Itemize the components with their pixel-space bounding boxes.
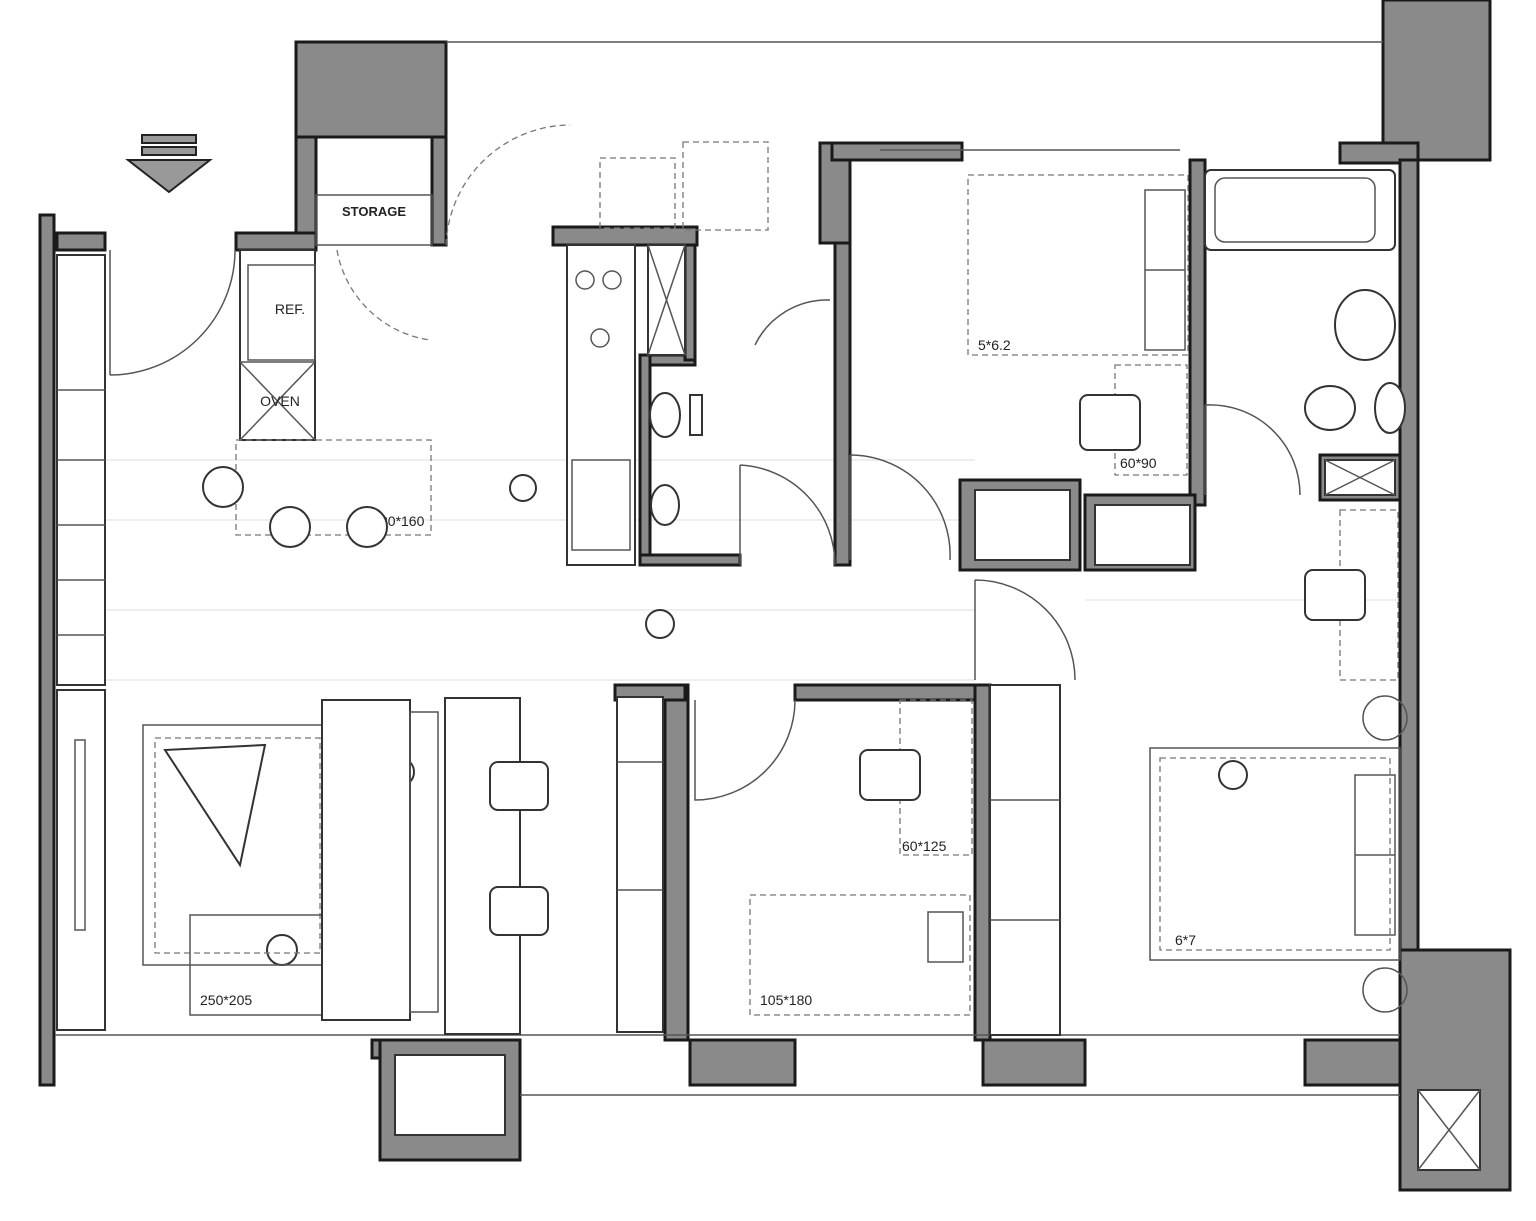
bedroom3-bed-dimension: 6*7 [1175, 932, 1196, 948]
floor-lines [105, 459, 1400, 681]
dining-table-dimension: 80*160 [380, 513, 425, 529]
entrance-arrow-icon [125, 134, 213, 194]
ref-label: REF. [275, 301, 305, 317]
oven-label: OVEN [260, 393, 300, 409]
rug-dimension: 250*205 [200, 992, 252, 1008]
master-desk-dimension: 60*90 [1120, 455, 1157, 471]
bedroom2-bed-dimension: 105*180 [760, 992, 812, 1008]
storage-label: STORAGE [342, 204, 406, 219]
bedroom2-desk-dimension: 60*125 [902, 838, 947, 854]
master-bed-dimension: 5*6.2 [978, 337, 1011, 353]
wall-cabinets [56, 254, 106, 1031]
